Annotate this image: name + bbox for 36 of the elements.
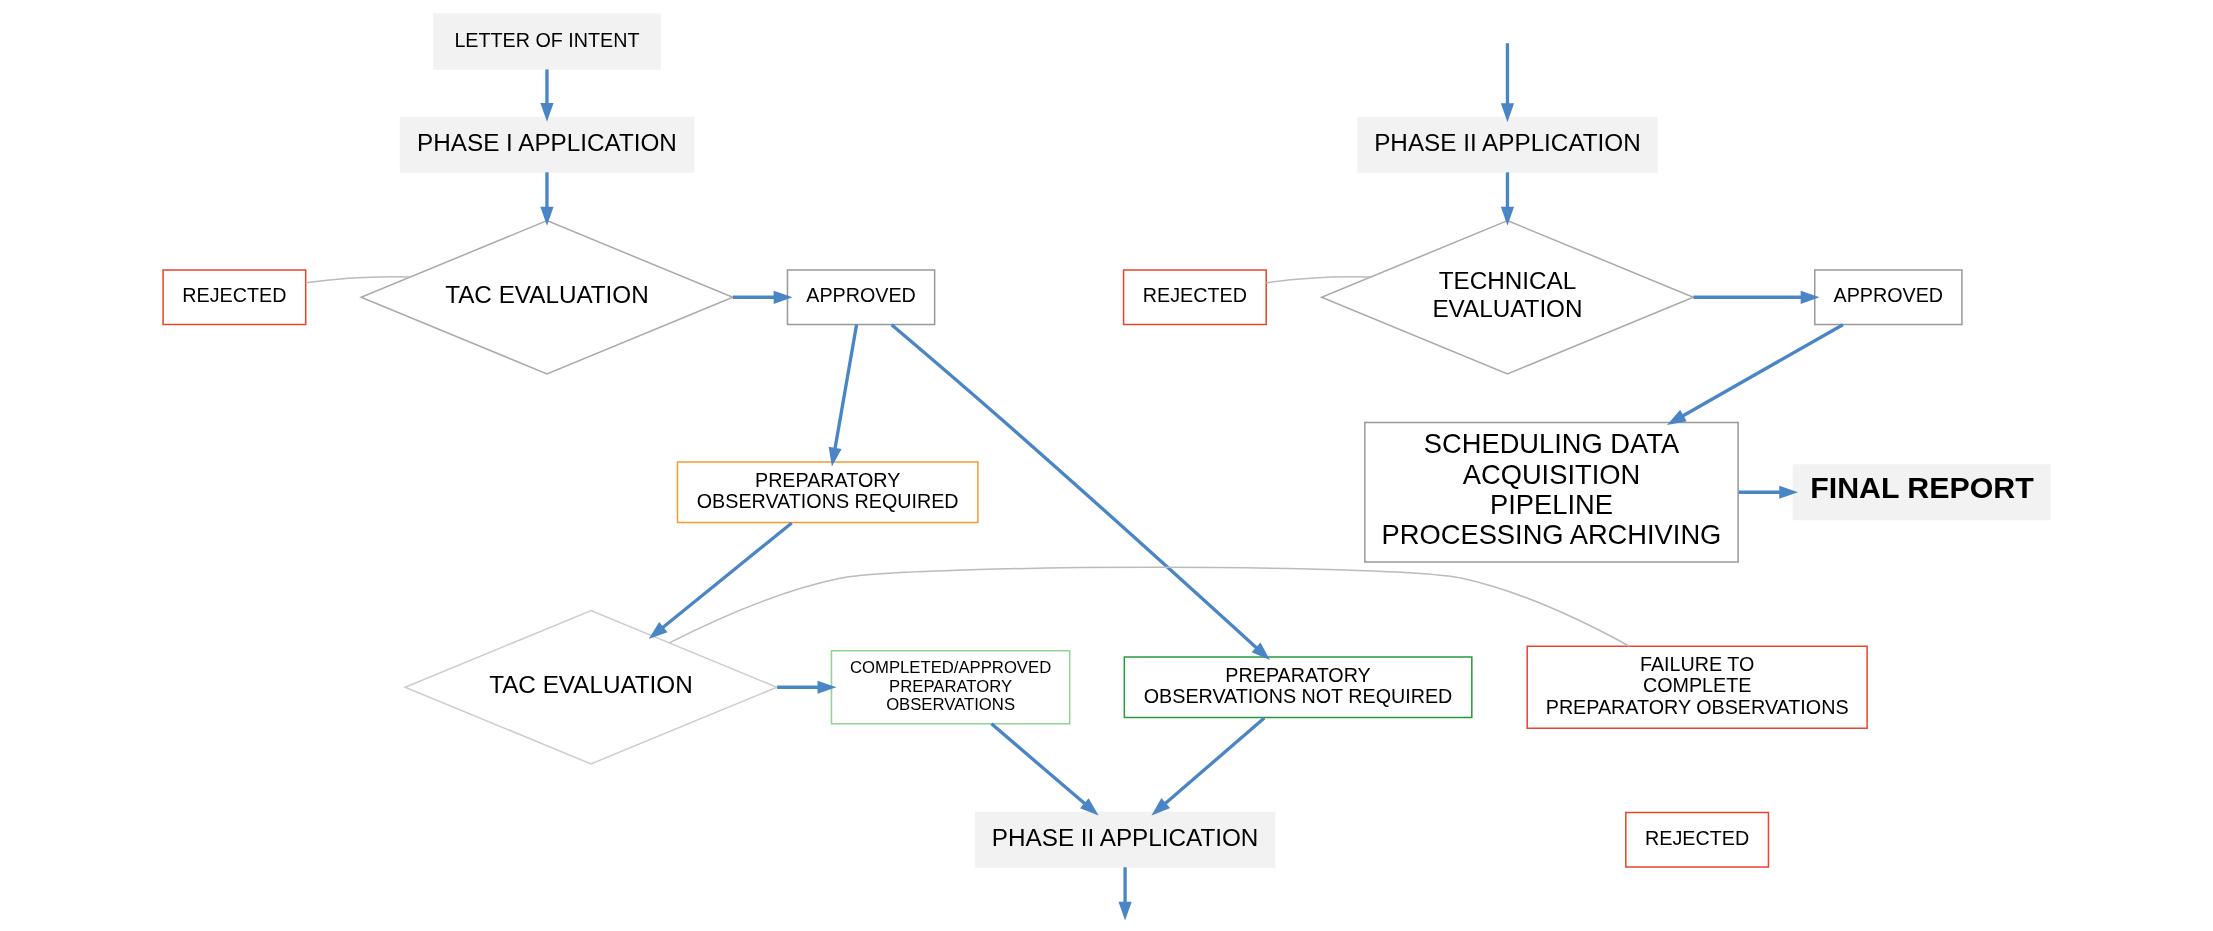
node-box: PHASE I APPLICATION xyxy=(399,116,695,173)
arrow xyxy=(540,69,554,122)
node-box: APPROVED xyxy=(786,269,936,326)
node-box: COMPLETED/APPROVED PREPARATORY OBSERVATIONS xyxy=(830,650,1071,725)
node-box: APPROVED xyxy=(1814,269,1963,326)
arrow xyxy=(1500,43,1515,123)
node-box: PHASE II APPLICATION xyxy=(974,811,1276,868)
node-box: SCHEDULING DATA ACQUISITION PIPELINE PROCESSING ARCHIVING xyxy=(1364,421,1739,563)
arrow xyxy=(777,680,837,694)
node-box: REJECTED xyxy=(1625,811,1770,868)
node-box: PHASE II APPLICATION xyxy=(1357,116,1658,173)
arrow xyxy=(540,172,554,226)
node-box: PREPARATORY OBSERVATIONS REQUIRED xyxy=(676,461,979,524)
arrow xyxy=(648,521,793,639)
arrow xyxy=(828,324,859,467)
node-box: FINAL REPORT xyxy=(1792,464,2051,521)
arrow xyxy=(732,290,793,304)
arrow xyxy=(890,323,1270,661)
arrow xyxy=(1667,323,1844,425)
arrow xyxy=(1693,290,1820,304)
node-box: REJECTED xyxy=(1122,269,1267,326)
arrow xyxy=(1738,485,1799,499)
node-box: FAILURE TO COMPLETE PREPARATORY OBSERVATIONS xyxy=(1526,645,1868,729)
node-box: REJECTED xyxy=(162,269,307,326)
arrow xyxy=(990,722,1099,816)
arrow xyxy=(1500,172,1515,226)
node-diamond: TAC EVALUATION xyxy=(403,609,779,765)
node-diamond: TAC EVALUATION xyxy=(359,219,735,375)
arrow xyxy=(1118,867,1132,921)
connector xyxy=(305,276,411,284)
node-diamond: TECHNICAL EVALUATION xyxy=(1319,219,1696,375)
node-box: PREPARATORY OBSERVATIONS NOT REQUIRED xyxy=(1123,656,1473,719)
arrow xyxy=(1151,716,1266,816)
node-box: LETTER OF INTENT xyxy=(433,13,661,70)
connector xyxy=(668,566,1631,648)
connector xyxy=(1265,276,1372,284)
